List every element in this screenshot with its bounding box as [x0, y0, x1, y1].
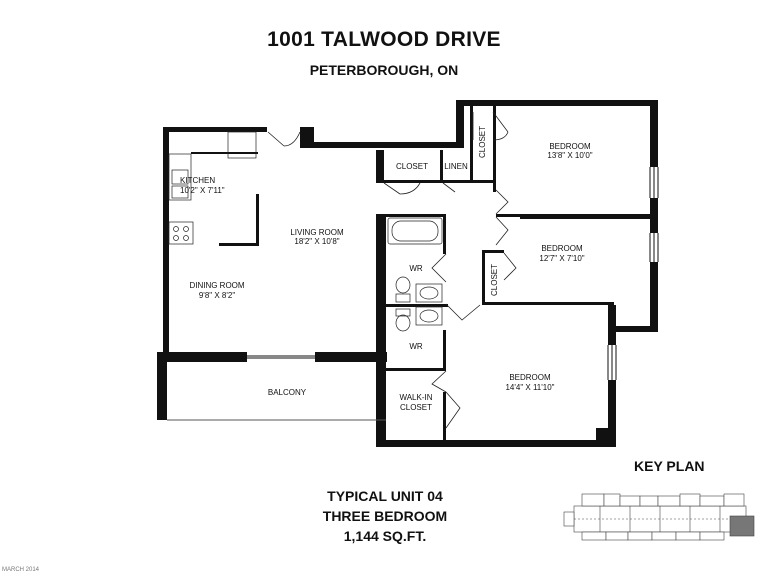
living-room-dimensions: 18'2" X 10'8"	[294, 237, 339, 246]
plan-date: MARCH 2014	[2, 567, 40, 573]
linen-closet-label: LINEN	[444, 162, 468, 171]
bedroom-2-dimensions: 12'7" X 7'10"	[539, 254, 584, 263]
bedroom-count: THREE BEDROOM	[322, 508, 448, 524]
kitchen-label: KITCHEN	[180, 176, 215, 185]
bedroom-1-label: BEDROOM	[549, 142, 591, 151]
kitchen-fixtures	[168, 131, 257, 245]
bedroom-3-label: BEDROOM	[509, 373, 551, 382]
interior-walls	[191, 106, 654, 440]
dining-room-label: DINING ROOM	[189, 281, 244, 290]
windows	[167, 167, 659, 421]
exterior-walls	[157, 100, 658, 447]
hall-closet-label: CLOSET	[396, 162, 428, 171]
key-plan-label: KEY PLAN	[634, 458, 705, 474]
bedroom-2-closet-label: CLOSET	[490, 264, 499, 296]
bedroom-1-dimensions: 13'8" X 10'0"	[547, 151, 592, 160]
key-plan-diagram	[563, 493, 755, 541]
city-subtitle: PETERBOROUGH, ON	[309, 62, 459, 78]
bedroom-2-label: BEDROOM	[541, 244, 583, 253]
bedroom-3-dimensions: 14'4" X 11'10"	[505, 383, 554, 392]
dining-room-dimensions: 9'8" X 8'2"	[199, 291, 235, 300]
walk-in-closet-label-line1: WALK-IN	[399, 393, 432, 402]
balcony-label: BALCONY	[268, 388, 307, 397]
kitchen-dimensions: 10'2" X 7'11"	[180, 186, 225, 195]
highlighted-unit	[729, 515, 755, 537]
washroom-2-label: WR	[409, 342, 423, 351]
living-room-label: LIVING ROOM	[290, 228, 344, 237]
doors	[267, 111, 517, 429]
floor-plan: KITCHEN 10'2" X 7'11" LIVING ROOM 18'2" …	[157, 100, 659, 447]
washroom-1-label: WR	[409, 264, 423, 273]
bathroom-fixtures	[387, 217, 443, 332]
walk-in-closet-label-line2: CLOSET	[400, 403, 432, 412]
bedroom-1-closet-label: CLOSET	[478, 126, 487, 158]
unit-type: TYPICAL UNIT 04	[327, 488, 443, 504]
unit-area: 1,144 SQ.FT.	[343, 528, 427, 544]
building-address-title: 1001 TALWOOD DRIVE	[267, 28, 501, 51]
